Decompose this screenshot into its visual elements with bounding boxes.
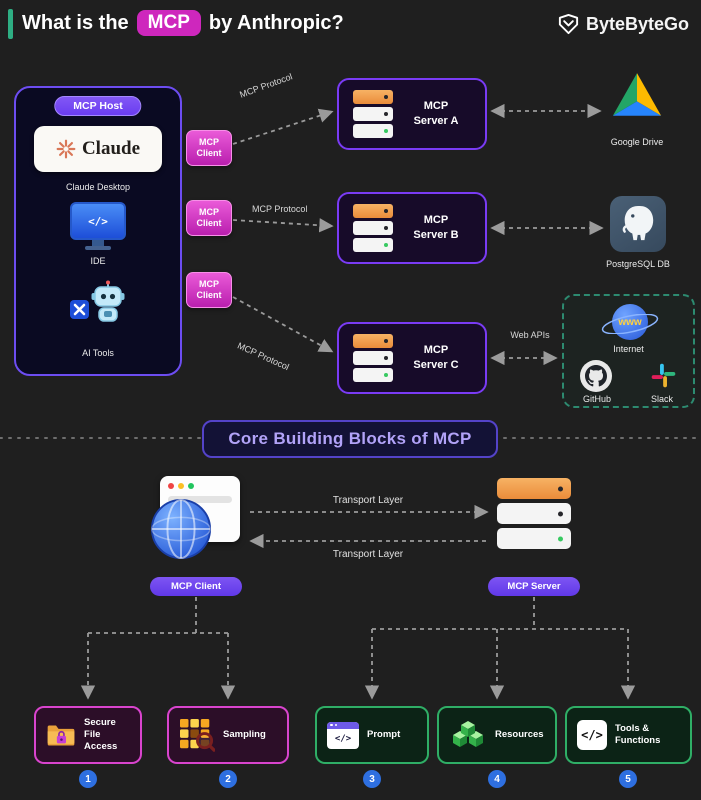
internet-label: Internet bbox=[613, 344, 644, 354]
claude-logo-icon bbox=[56, 139, 76, 159]
postgresql-label: PostgreSQL DB bbox=[606, 259, 670, 269]
server-rack-icon bbox=[353, 334, 393, 382]
google-drive-icon bbox=[611, 72, 663, 123]
ide-caption: IDE bbox=[90, 256, 106, 266]
github-label: GitHub bbox=[582, 394, 611, 404]
transport-layer-label-top: Transport Layer bbox=[332, 495, 404, 506]
step-badge-2: 2 bbox=[219, 770, 237, 788]
brand-name: ByteByteGo bbox=[585, 14, 689, 34]
brand-logo: ByteByteGo bbox=[557, 13, 689, 36]
server-rack-icon bbox=[353, 90, 393, 138]
transport-layer-label-bottom: Transport Layer bbox=[332, 549, 404, 560]
internet-group-box: www Internet GitHub Slack bbox=[562, 294, 695, 408]
google-drive-label: Google Drive bbox=[610, 137, 664, 147]
block-sampling: Sampling bbox=[167, 706, 289, 764]
folder-lock-icon bbox=[47, 724, 75, 746]
slack-icon bbox=[650, 362, 677, 394]
mcp-badge: MCP bbox=[136, 10, 201, 36]
www-glyph: www bbox=[618, 316, 642, 328]
mcp-protocol-label-2: MCP Protocol bbox=[252, 204, 308, 214]
title-suffix: by Anthropic? bbox=[208, 11, 344, 34]
internet-globe-icon: www bbox=[612, 304, 648, 340]
mcp-host-pill: MCP Host bbox=[54, 96, 142, 116]
web-apis-label: Web APIs bbox=[510, 330, 550, 340]
server-rack-icon bbox=[353, 204, 393, 252]
cubes-icon bbox=[453, 721, 483, 747]
sampling-grid-icon bbox=[180, 718, 215, 752]
mcp-protocol-label-3: MCP Protocol bbox=[235, 340, 291, 373]
block-tools-functions: </> Tools & Functions bbox=[565, 706, 692, 764]
wire-client2-serverB bbox=[232, 218, 334, 233]
code-brackets-icon: </> bbox=[577, 720, 607, 750]
ai-tools-icon bbox=[68, 280, 128, 333]
title-prefix: What is the bbox=[22, 11, 129, 34]
mcp-client-core-pill: MCP Client bbox=[150, 577, 242, 596]
block-resources: Resources bbox=[437, 706, 557, 764]
claude-wordmark: Claude bbox=[81, 138, 141, 159]
title-accent-bar bbox=[8, 9, 13, 39]
github-icon bbox=[580, 360, 612, 392]
globe-icon bbox=[150, 498, 212, 560]
mcp-host-box: MCP Host Claude Claude Desktop </> IDE bbox=[14, 86, 182, 376]
mcp-server-core-pill: MCP Server bbox=[488, 577, 580, 596]
ai-tools-caption: AI Tools bbox=[82, 348, 114, 358]
bytebytego-icon bbox=[558, 13, 579, 35]
block-prompt: </> Prompt bbox=[315, 706, 429, 764]
claude-card: Claude bbox=[34, 126, 162, 172]
page-title: What is the MCP by Anthropic? bbox=[22, 10, 344, 36]
ide-code-glyph: </> bbox=[88, 214, 108, 228]
step-badge-4: 4 bbox=[488, 770, 506, 788]
mcp-server-core-icon bbox=[497, 478, 571, 549]
step-badge-3: 3 bbox=[363, 770, 381, 788]
claude-desktop-caption: Claude Desktop bbox=[65, 182, 131, 192]
ide-icon: </> bbox=[70, 202, 126, 250]
step-badge-5: 5 bbox=[619, 770, 637, 788]
step-badge-1: 1 bbox=[79, 770, 97, 788]
wire-client1-serverA bbox=[232, 108, 334, 145]
postgresql-icon bbox=[610, 196, 666, 252]
block-secure-file-access: Secure File Access bbox=[34, 706, 142, 764]
mcp-protocol-label-1: MCP Protocol bbox=[238, 71, 294, 100]
prompt-window-icon: </> bbox=[327, 721, 359, 749]
section-title: Core Building Blocks of MCP bbox=[202, 420, 498, 458]
slack-label: Slack bbox=[650, 394, 673, 404]
